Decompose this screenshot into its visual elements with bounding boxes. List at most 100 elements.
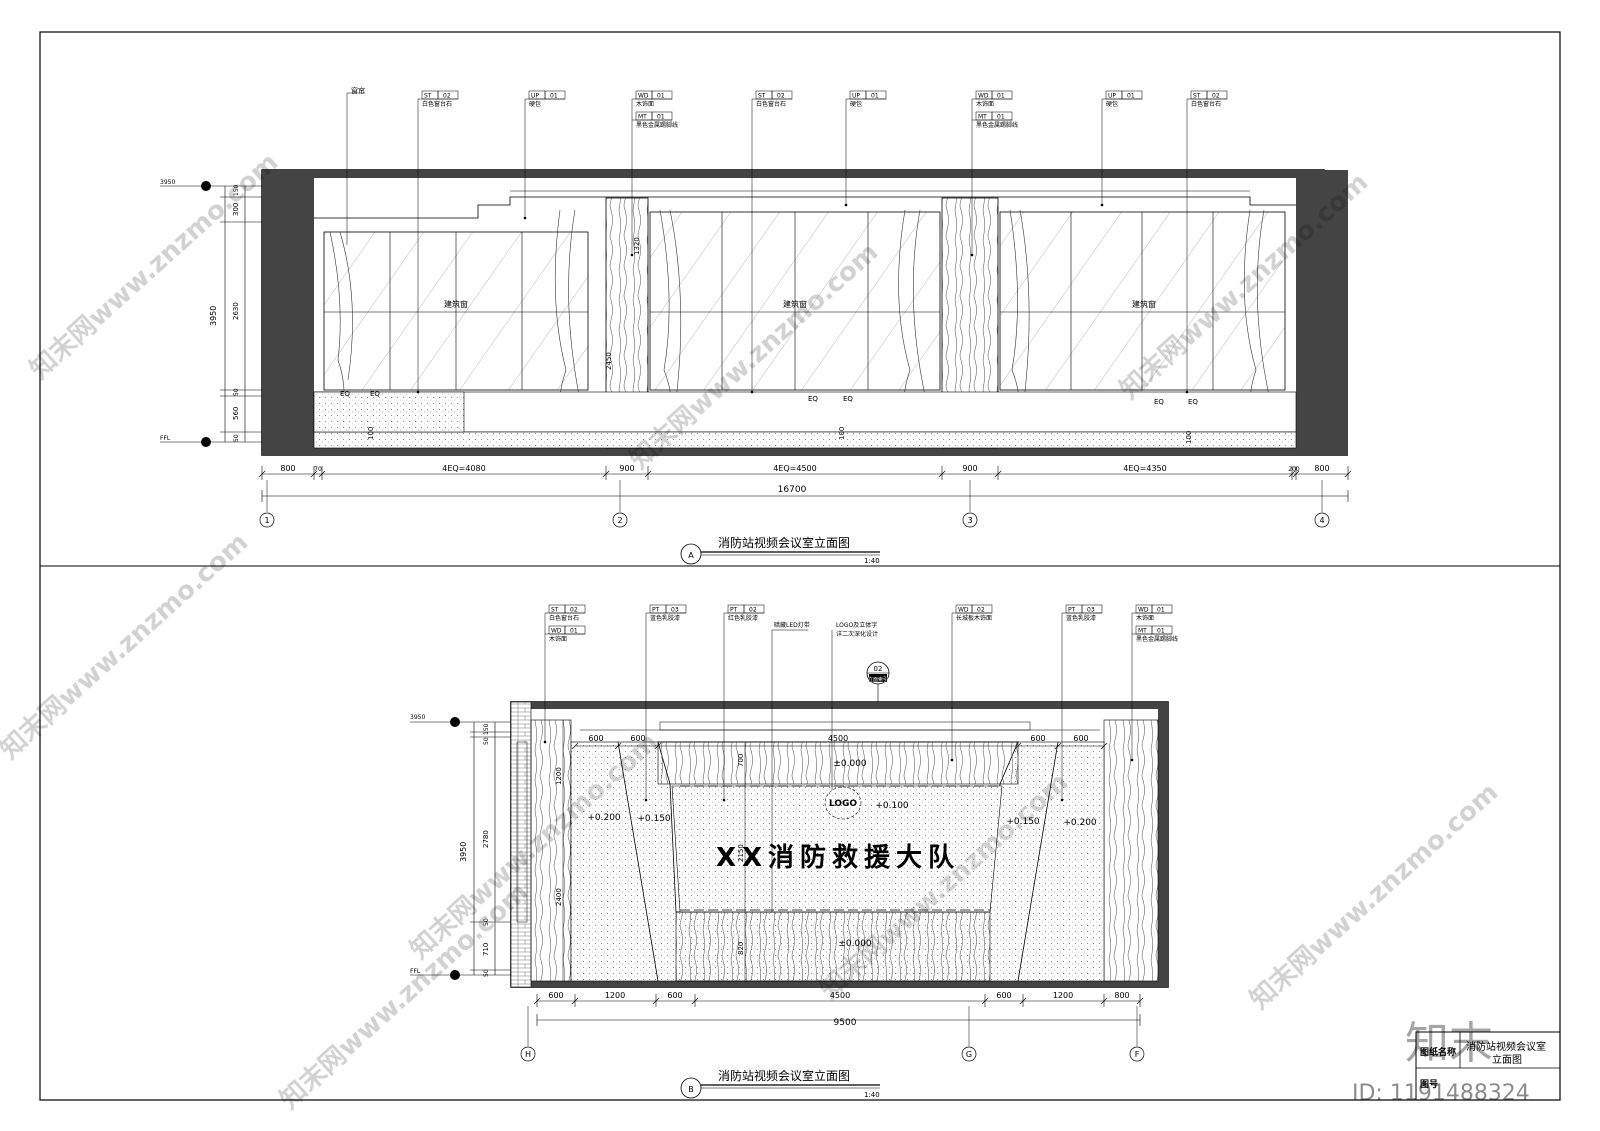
- logo-note-1: LOGO及立体字: [836, 621, 877, 629]
- title-block: 图纸名称 消防站视频会议室 立面图 图号: [1415, 1031, 1561, 1101]
- a-tag-code-3: ST: [758, 93, 766, 100]
- inner-dim-b-1: 2400: [555, 888, 563, 906]
- a-tag-num-7: 02: [1212, 93, 1220, 100]
- a-tag-text-6: 硬包: [1106, 100, 1118, 108]
- height-seg-b-1: 710: [482, 943, 490, 956]
- inner-dim-100b: 100: [838, 427, 846, 440]
- height-total-b: 3950: [459, 842, 468, 862]
- b-tag-code-4: PT: [1068, 607, 1076, 614]
- a-tag-num-5: 01: [997, 93, 1005, 100]
- b-tag-code2-5: MT: [1138, 628, 1147, 635]
- b-tag-num2-5: 01: [1157, 628, 1165, 635]
- b-tag-text-4: 蓝色乳胶漆: [1066, 614, 1096, 622]
- watermark-8: 知末网www.znzmo.com: [275, 877, 535, 1115]
- b-tag-num-0: 02: [570, 607, 578, 614]
- inner-dim-b-2: 2150: [737, 844, 745, 862]
- a-tag-code-7: ST: [1193, 93, 1201, 100]
- dim-a-4: 4EQ=4500: [773, 464, 817, 473]
- a-tag-code-1: UP: [531, 93, 539, 100]
- a-tag-num-4: 01: [871, 93, 879, 100]
- callout-sub: 立面索引: [868, 676, 888, 683]
- b-tag-num-5: 01: [1157, 607, 1165, 614]
- inner-dim-2450: 2450: [605, 352, 613, 370]
- height-seg-b-0: 2780: [482, 830, 490, 848]
- window-label-3: 建筑窗: [1132, 299, 1156, 309]
- eq-4: EQ: [843, 395, 853, 403]
- elevation-b: LOGO XX消防救援大队 ±0.000 +0.100 +0.200 +0.15…: [410, 604, 1178, 1099]
- axis-b-label-F: F: [1135, 1050, 1140, 1059]
- a-tag-text2-5: 黑色金属踢脚线: [976, 121, 1018, 129]
- level-b-5: +0.200: [1063, 818, 1097, 828]
- axis-b-H: [520, 1046, 536, 1062]
- height-small-a-1: 50: [233, 388, 240, 396]
- a-tag-num-1: 01: [550, 93, 558, 100]
- axis-a-2: [612, 512, 628, 528]
- axis-a-label-2: 2: [617, 516, 622, 525]
- a-tag-text-5: 木饰面: [976, 100, 994, 108]
- inner-dim-1320: 1320: [633, 237, 641, 255]
- scale-b: 1:40: [864, 1091, 880, 1099]
- dim-b-top-4: 600: [1073, 734, 1088, 743]
- b-tag-text-3: 长城板木饰面: [956, 614, 992, 622]
- height-small-a-0: 150: [233, 184, 240, 196]
- b-tag-num2-0: 01: [570, 628, 578, 635]
- mark-a: A: [688, 551, 694, 560]
- level-b-0: ±0.000: [833, 759, 867, 769]
- eq-2: EQ: [370, 390, 380, 398]
- b-tag-text-5: 木饰面: [1136, 614, 1154, 622]
- b-tag-text2-5: 黑色金属踢脚线: [1136, 635, 1178, 643]
- inner-dim-b-0: 1200: [555, 767, 563, 785]
- a-tag-code2-2: MT: [638, 114, 647, 121]
- a-tag-code2-5: MT: [978, 114, 987, 121]
- b-tag-num-1: 03: [671, 607, 679, 614]
- title-elevation-b: 消防站视频会议室立面图: [718, 1068, 850, 1083]
- b-tag-code-1: PT: [652, 607, 660, 614]
- a-tag-code-6: UP: [1108, 93, 1116, 100]
- dim-b-top-0: 600: [588, 734, 603, 743]
- title-block-sheet-label: 图号: [1420, 1079, 1438, 1090]
- wood-band-bottom: [675, 911, 991, 982]
- height-small-b-2: 50: [483, 918, 490, 926]
- dim-b-top-2: 4500: [828, 734, 848, 743]
- height-seg-a-2: 560: [232, 407, 240, 420]
- a-tag-num2-2: 01: [657, 114, 665, 121]
- logo-note-2: 详二次深化设计: [836, 630, 878, 638]
- axis-a-4: [1314, 512, 1330, 528]
- b-tag-text-2: 红色乳胶漆: [728, 614, 758, 622]
- axis-a-label-1: 1: [264, 516, 269, 525]
- b-tag-num-2: 02: [749, 607, 757, 614]
- dim-a-1: 70: [314, 466, 322, 473]
- watermark-brand: 知末: [1405, 1018, 1493, 1069]
- logo-placeholder: LOGO: [829, 799, 857, 809]
- a-tag-num2-5: 01: [997, 114, 1005, 121]
- level-b-2: +0.200: [587, 813, 621, 823]
- dim-b-bottom-3: 4500: [830, 991, 850, 1000]
- a-tag-code-0: ST: [424, 93, 432, 100]
- axis-b-label-G: G: [966, 1050, 972, 1059]
- inner-dim-b-3: 700: [737, 754, 745, 767]
- level-b-3: +0.150: [637, 814, 671, 824]
- mark-b: B: [688, 1085, 694, 1094]
- a-tag-text-7: 白色窗台石: [1191, 100, 1221, 108]
- wood-panel-right: [1103, 719, 1159, 982]
- dim-a-2: 4EQ=4080: [442, 464, 486, 473]
- level-b-6: ±0.000: [838, 939, 872, 949]
- axis-a-3: [962, 512, 978, 528]
- watermark-id: ID: 1191488324: [1352, 1081, 1530, 1106]
- axis-a-label-4: 4: [1319, 516, 1324, 525]
- height-seg-a-1: 2630: [232, 302, 240, 320]
- dim-total-a: 16700: [778, 485, 807, 495]
- dim-b-bottom-2: 600: [667, 991, 682, 1000]
- eq-6: EQ: [1188, 398, 1198, 406]
- wall-section-left: [262, 176, 314, 448]
